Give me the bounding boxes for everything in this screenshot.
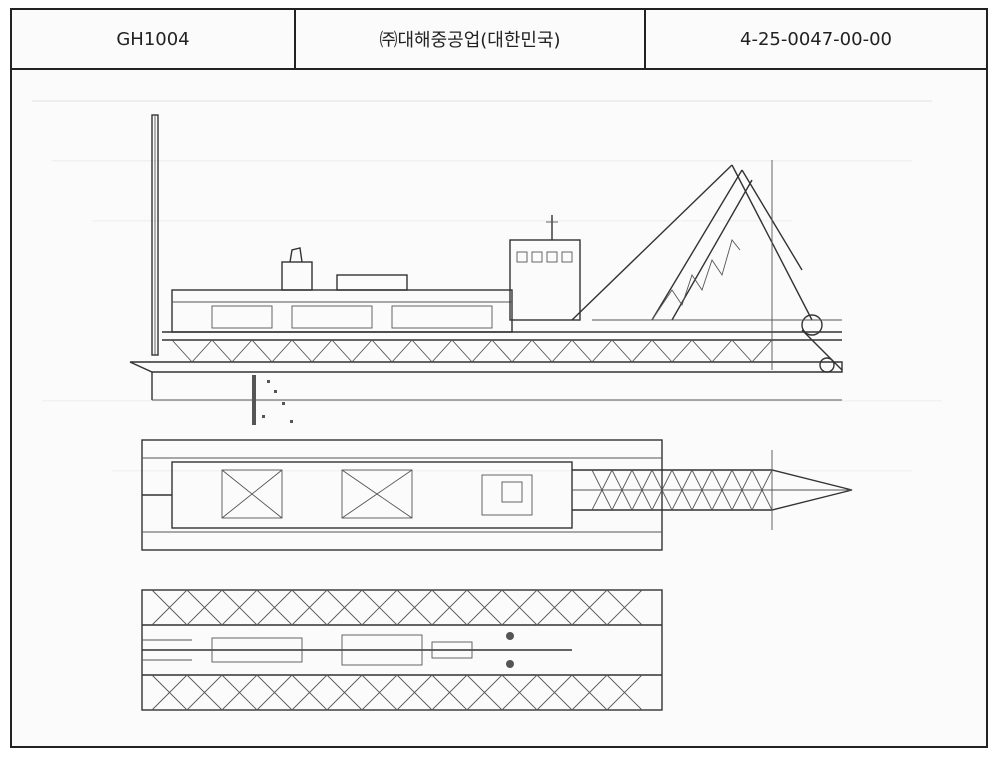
bottom-plan-view [141,589,663,711]
hull-truss [162,331,842,363]
side-elevation-view [129,114,843,401]
ladder-boom [571,160,843,373]
drawing-code: GH1004 [116,28,190,50]
company-name: ㈜대해중공업(대한민국) [294,10,644,68]
dredger-general-arrangement-drawing [32,100,942,711]
drawing-sheet: GH1004 ㈜대해중공업(대한민국) 4-25-0047-00-00 [10,8,988,748]
upper-deck-plan-view [141,439,853,551]
document-number: 4-25-0047-00-00 [644,10,986,68]
title-block: GH1004 ㈜대해중공업(대한민국) 4-25-0047-00-00 [12,10,986,70]
scan-noise [32,100,942,472]
scan-artifacts [252,375,293,425]
